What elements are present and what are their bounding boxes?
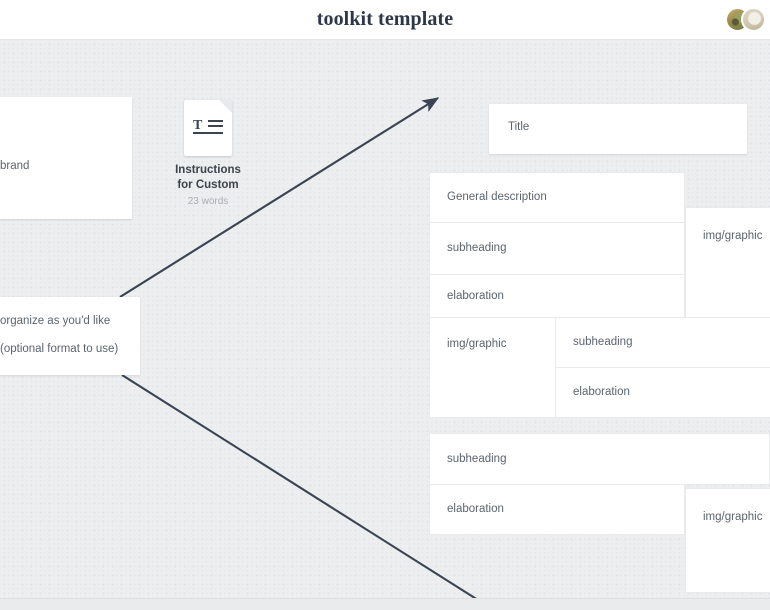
avatar-user-2[interactable] (741, 7, 766, 32)
document-label-line-1: Instructions (175, 164, 241, 176)
card-brand-label: brand (0, 160, 30, 172)
cell-subheading-2[interactable]: subheading (555, 317, 770, 368)
text-document-icon: T (184, 100, 232, 156)
node-instructions-document[interactable]: T Instructions for Custom 23 words (162, 100, 254, 207)
card-organize[interactable]: organize as you'd like (optional format … (0, 297, 140, 375)
card-title[interactable]: Title (489, 104, 747, 154)
page-title: toolkit template (316, 8, 454, 30)
card-brand[interactable]: brand (0, 97, 132, 219)
cell-elaboration-2[interactable]: elaboration (555, 367, 770, 418)
page-fold-corner (219, 100, 232, 113)
cell-elaboration-3[interactable]: elaboration (429, 484, 685, 535)
cell-img-graphic-3[interactable]: img/graphic (685, 488, 770, 593)
cell-img-graphic-2[interactable]: img/graphic (429, 317, 556, 418)
card-title-label: Title (508, 121, 530, 133)
document-word-count: 23 words (187, 196, 229, 207)
cell-img-graphic-1[interactable]: img/graphic (685, 207, 770, 318)
document-label-line-2: for Custom (177, 179, 239, 191)
card-organize-line-2: (optional format to use) (0, 343, 119, 355)
document-line-2 (208, 125, 223, 127)
document-line-3 (193, 132, 223, 134)
whiteboard-canvas[interactable]: brand organize as you'd like (optional f… (0, 40, 770, 610)
cell-general-description[interactable]: General description (429, 172, 685, 223)
horizontal-scrollbar[interactable] (0, 598, 770, 610)
cell-subheading-3[interactable]: subheading (429, 433, 770, 485)
cell-subheading-1[interactable]: subheading (429, 222, 685, 275)
app-header: toolkit template (0, 0, 770, 40)
card-organize-line-1: organize as you'd like (0, 315, 111, 327)
collaborator-avatars (725, 7, 766, 32)
document-label: Instructions for Custom (162, 163, 254, 193)
cell-elaboration-1[interactable]: elaboration (429, 274, 685, 318)
document-t-glyph: T (193, 118, 203, 133)
document-line-1 (208, 120, 223, 122)
